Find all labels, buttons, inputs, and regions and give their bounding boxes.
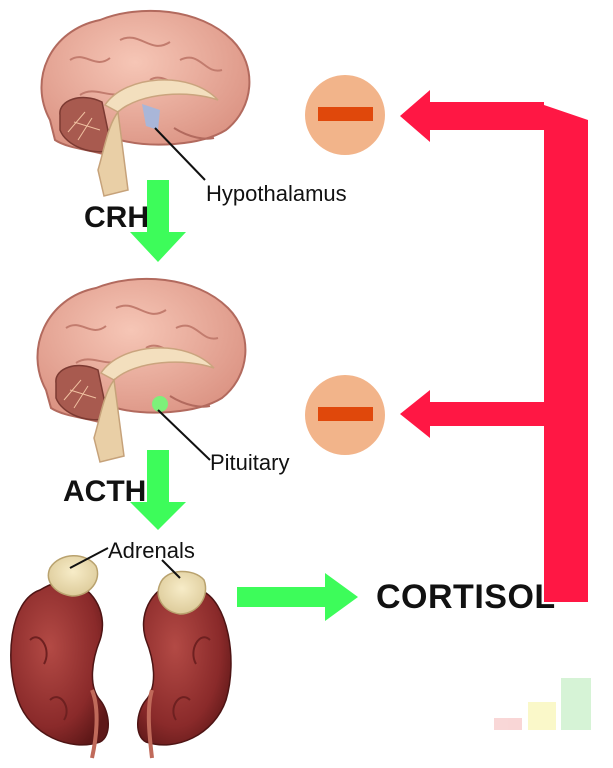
adrenal-pointer-left: [69, 547, 109, 569]
watermark-logo: [494, 678, 591, 730]
feedback-arrow-pituitary: [400, 390, 544, 438]
adrenals-label: Adrenals: [108, 538, 195, 563]
inhibit-symbol-pituitary: [305, 375, 385, 455]
adrenal-left: [47, 555, 99, 597]
adrenal-right: [157, 570, 207, 615]
crh-arrow: [130, 180, 186, 262]
acth-arrow: [130, 450, 186, 530]
inhibit-symbol-hypothalamus: [305, 75, 385, 155]
acth-label: ACTH: [63, 475, 147, 508]
kidney-left: [10, 580, 109, 759]
cortisol-arrow: [237, 573, 358, 621]
feedback-bar: [544, 105, 588, 602]
pituitary-label: Pituitary: [210, 450, 290, 475]
crh-label: CRH: [84, 201, 149, 234]
pituitary-pointer: [157, 409, 211, 461]
hypothalamus-pointer: [154, 127, 206, 181]
adrenal-pointer-right: [161, 559, 181, 579]
brain-hypothalamus: [40, 9, 251, 197]
feedback-arrow-hypothalamus: [400, 90, 544, 142]
cortisol-label: CORTISOL: [376, 578, 556, 616]
feedback-loop: [400, 90, 588, 602]
brain-pituitary: [36, 277, 247, 463]
hypothalamus-label: Hypothalamus: [206, 181, 347, 206]
